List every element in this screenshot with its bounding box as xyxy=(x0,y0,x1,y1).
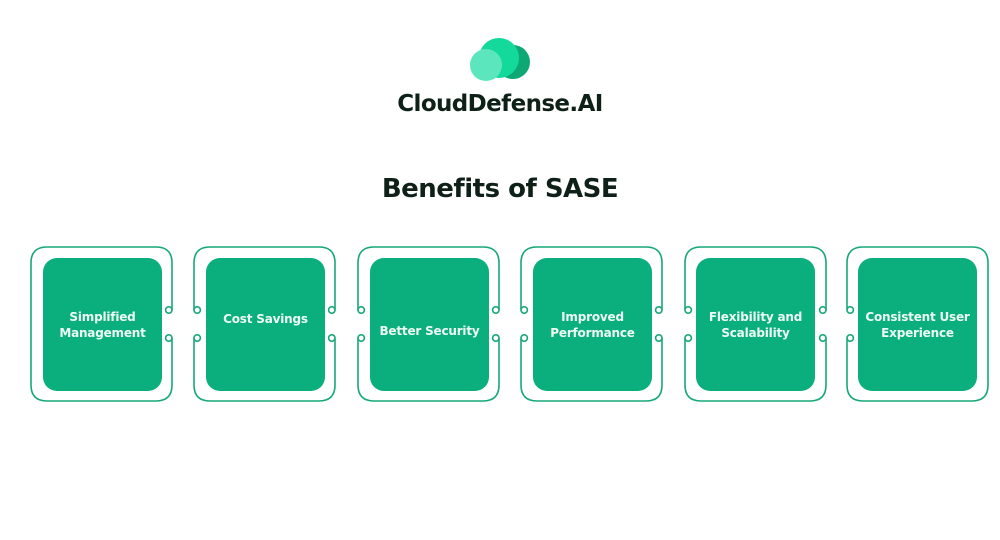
connector-dot xyxy=(491,305,500,314)
connector-dot xyxy=(164,305,173,314)
benefit-card-consistent-user-experience: Consistent User Experience xyxy=(858,258,977,391)
connector-dot xyxy=(327,333,336,342)
benefit-card-improved-performance: Improved Performance xyxy=(533,258,652,391)
connector-dot xyxy=(357,333,366,342)
brand-header: CloudDefense.AI xyxy=(0,0,1000,130)
brand-name: CloudDefense.AI xyxy=(397,91,603,117)
connector-dot xyxy=(164,333,173,342)
page-title: Benefits of SASE xyxy=(381,174,619,204)
frame-bottom-edge xyxy=(846,384,989,402)
benefit-label: Simplified Management xyxy=(59,309,146,340)
benefit-label: Consistent User Experience xyxy=(865,309,970,340)
benefit-card-better-security: Better Security xyxy=(370,258,489,391)
benefit-label: Better Security xyxy=(379,323,480,338)
connector-dot xyxy=(491,333,500,342)
connector-dot xyxy=(846,305,855,314)
benefit-label: Flexibility and Scalability xyxy=(708,309,803,340)
frame-bottom-edge xyxy=(30,384,173,402)
frame-bottom-edge xyxy=(684,384,827,402)
benefit-card-flexibility-scalability: Flexibility and Scalability xyxy=(696,258,815,391)
connector-dot xyxy=(520,305,529,314)
connector-dot xyxy=(818,333,827,342)
connector-dot xyxy=(193,305,202,314)
frame-top-edge xyxy=(193,246,336,264)
frame-top-edge xyxy=(684,246,827,264)
frame-top-edge xyxy=(520,246,663,264)
logo-circle-left xyxy=(470,49,502,81)
frame-bottom-edge xyxy=(193,384,336,402)
connector-dot xyxy=(193,333,202,342)
benefit-card-simplified-management: Simplified Management xyxy=(43,258,162,391)
connector-dot xyxy=(684,305,693,314)
connector-dot xyxy=(520,333,529,342)
frame-top-edge xyxy=(846,246,989,264)
frame-top-edge xyxy=(357,246,500,264)
cloud-logo-icon xyxy=(470,38,530,81)
frame-bottom-edge xyxy=(520,384,663,402)
connector-dot xyxy=(654,333,663,342)
connector-dot xyxy=(357,305,366,314)
connector-dot xyxy=(684,333,693,342)
benefit-label: Improved Performance xyxy=(550,309,635,340)
connector-dot xyxy=(818,305,827,314)
benefit-card-cost-savings: Cost Savings xyxy=(206,258,325,391)
connector-dot xyxy=(846,333,855,342)
connector-dot xyxy=(654,305,663,314)
benefit-label: Cost Savings xyxy=(223,311,308,326)
frame-top-edge xyxy=(30,246,173,264)
connector-dot xyxy=(327,305,336,314)
frame-bottom-edge xyxy=(357,384,500,402)
